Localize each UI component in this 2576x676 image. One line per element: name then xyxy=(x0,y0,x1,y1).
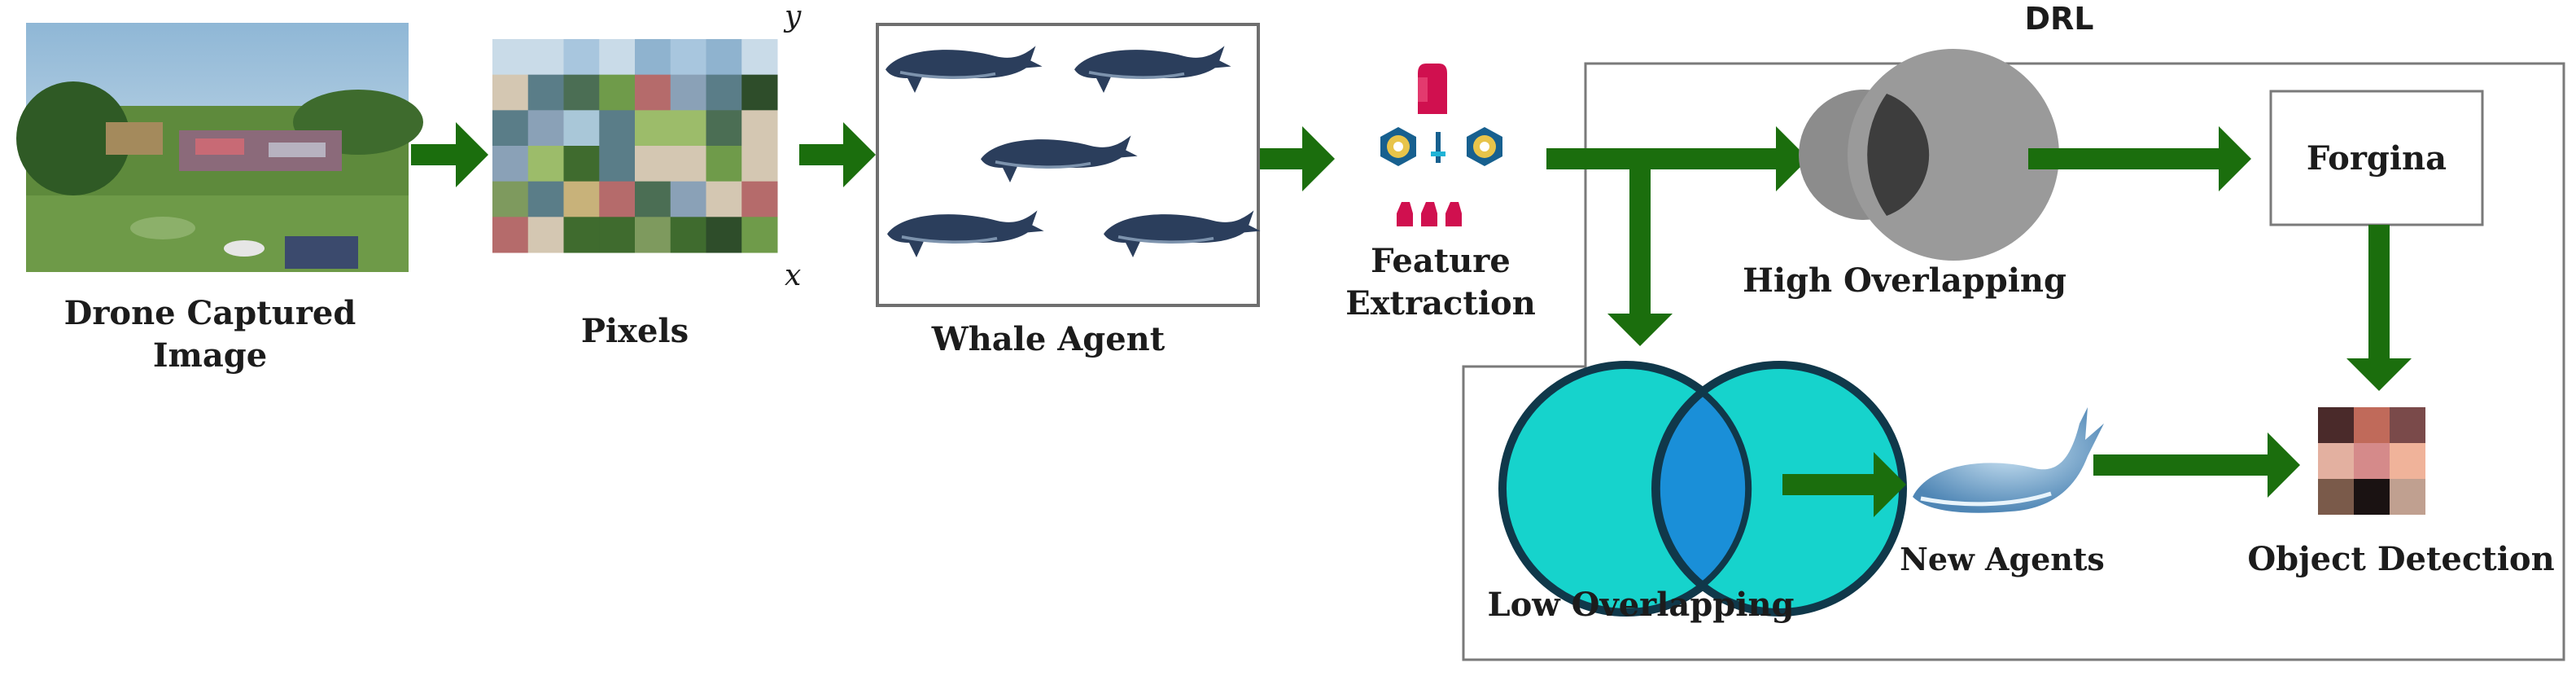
pixel-cell xyxy=(599,181,636,217)
pixel-cell xyxy=(670,74,706,111)
pixel-cell xyxy=(563,181,600,217)
arrow-high-overlap-to-forgina xyxy=(2028,126,2251,191)
pixel-cell xyxy=(599,146,636,182)
drone-image xyxy=(16,23,423,272)
arrow-pixels-to-whale xyxy=(799,122,876,187)
object-detection-label: Object Detection xyxy=(2247,540,2554,578)
feature-label-line2: Extraction xyxy=(1345,284,1536,323)
pixel-cell xyxy=(527,181,564,217)
pixel-cell xyxy=(741,74,778,111)
detection-cell xyxy=(2390,479,2425,515)
pixel-cell xyxy=(527,39,564,76)
pixel-cell xyxy=(635,74,671,111)
pixel-cell xyxy=(635,110,671,147)
arrow-low-overlap-to-new-agents xyxy=(1782,452,1906,517)
drone-label-line1: Drone Captured xyxy=(64,294,356,332)
pixel-cell xyxy=(741,146,778,182)
pixel-cell xyxy=(635,39,671,76)
pixel-cell xyxy=(670,39,706,76)
pixel-cell xyxy=(635,181,671,217)
pixel-cell xyxy=(670,217,706,253)
whale-agent-label: Whale Agent xyxy=(931,320,1166,358)
pixel-cell xyxy=(706,146,742,182)
pixel-cell xyxy=(670,110,706,147)
pixel-cell xyxy=(635,146,671,182)
drone-label-line2: Image xyxy=(153,336,267,375)
axis-x-label: x xyxy=(785,259,801,292)
pixels-label: Pixels xyxy=(581,312,689,350)
pixel-cell xyxy=(563,74,600,111)
pixel-cell xyxy=(599,39,636,76)
low-overlap-circles-icon xyxy=(1498,361,1907,617)
pixel-cell xyxy=(706,217,742,253)
pixel-cell xyxy=(527,74,564,111)
feature-extraction-icon xyxy=(1380,64,1502,226)
detection-cell xyxy=(2390,407,2425,443)
pixel-cell xyxy=(741,217,778,253)
arrow-whale-to-feature xyxy=(1260,126,1335,191)
pixel-cell xyxy=(563,146,600,182)
pixel-cell xyxy=(635,217,671,253)
forgina-label: Forgina xyxy=(2307,139,2447,178)
pixel-cell xyxy=(741,39,778,76)
detection-cell xyxy=(2318,407,2354,443)
arrow-forgina-to-detection xyxy=(2346,225,2412,391)
pixel-cell xyxy=(706,181,742,217)
detection-cell xyxy=(2390,443,2425,479)
high-overlapping-label: High Overlapping xyxy=(1743,261,2066,300)
arrow-drone-to-pixels xyxy=(411,122,488,187)
arrow-feature-to-high-overlap xyxy=(1546,126,1808,191)
pixel-cell xyxy=(527,110,564,147)
detection-cell xyxy=(2318,443,2354,479)
new-agents-label: New Agents xyxy=(1900,541,2105,577)
detection-cell xyxy=(2318,479,2354,515)
pixel-cell xyxy=(670,146,706,182)
pixel-cell xyxy=(741,110,778,147)
pixel-cell xyxy=(527,217,564,253)
drl-boundary xyxy=(1462,62,2565,661)
object-detection-grid-icon xyxy=(2318,407,2425,515)
pixel-cell xyxy=(599,217,636,253)
pixel-cell xyxy=(563,39,600,76)
pixel-cell xyxy=(563,110,600,147)
axis-y-label: y xyxy=(783,0,802,33)
pixel-grid xyxy=(492,39,778,253)
pixel-cell xyxy=(706,110,742,147)
detection-cell xyxy=(2354,407,2390,443)
pixel-cell xyxy=(563,217,600,253)
pixel-cell xyxy=(741,181,778,217)
pixel-cell xyxy=(492,146,529,182)
new-agent-whale-icon xyxy=(1913,407,2104,513)
drl-title: DRL xyxy=(2024,1,2093,37)
pixel-cell xyxy=(527,146,564,182)
pixel-cell xyxy=(706,39,742,76)
high-overlap-circles-icon xyxy=(1799,49,2059,261)
detection-cell xyxy=(2354,443,2390,479)
pixel-cell xyxy=(492,217,529,253)
pixel-cell xyxy=(599,110,636,147)
pixel-cell xyxy=(492,181,529,217)
pixel-cell xyxy=(599,74,636,111)
arrow-new-agents-to-detection xyxy=(2093,432,2300,498)
low-overlapping-label: Low Overlapping xyxy=(1487,586,1794,624)
detection-cell xyxy=(2354,479,2390,515)
pixel-cell xyxy=(670,181,706,217)
pixel-cell xyxy=(492,110,529,147)
pixel-cell xyxy=(492,74,529,111)
feature-label-line1: Feature xyxy=(1371,242,1511,280)
arrow-branch-to-low-overlap xyxy=(1607,159,1673,346)
pixel-cell xyxy=(706,74,742,111)
pixel-cell xyxy=(492,39,529,76)
